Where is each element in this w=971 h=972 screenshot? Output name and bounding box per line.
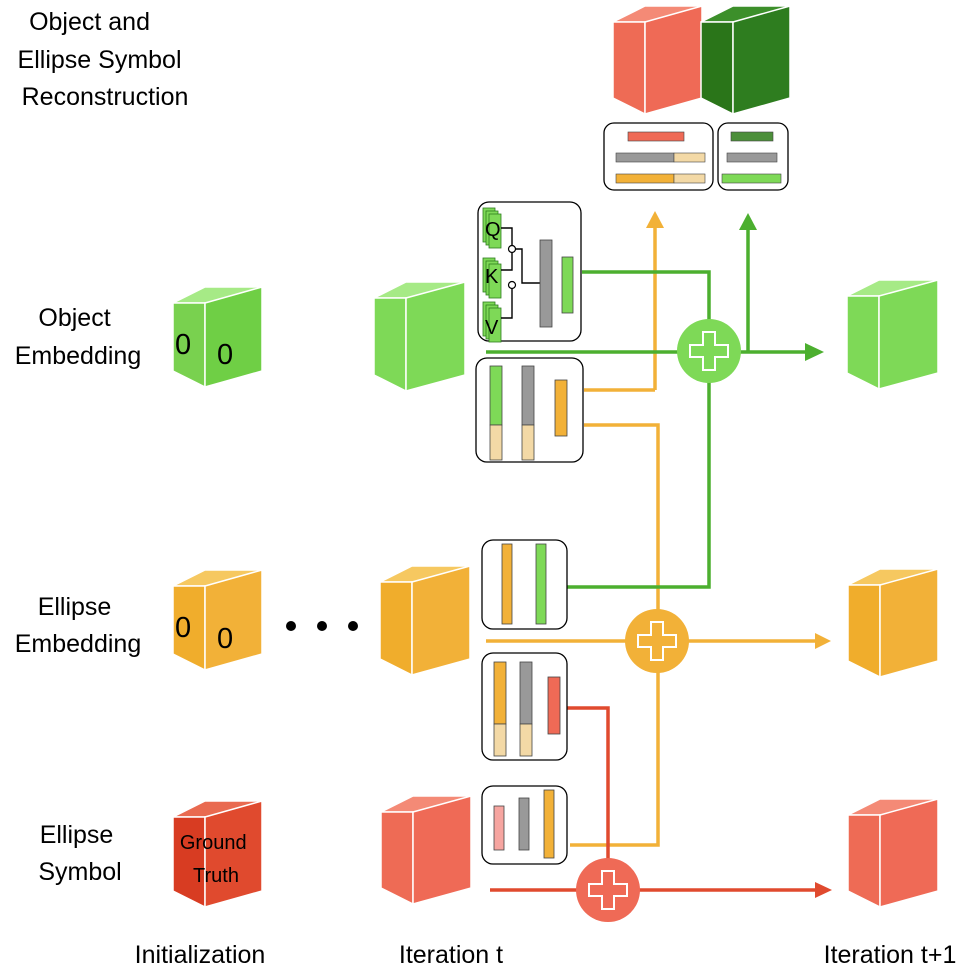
value-stack [482,301,502,343]
ellipse-init-digit-left: 0 [175,612,191,644]
iteration-t-label: Iteration t [399,941,503,969]
ellipse-up-arrowhead-icon [646,211,664,228]
initialization-label: Initialization [135,941,266,969]
query-label: Q [485,219,501,241]
symbol-reconstruction-head [603,122,714,191]
ellipse-embedding-label: Ellipse Embedding [15,593,141,658]
object-reconstruction-cube-icon [700,5,791,116]
symbol-add-plus-circle-icon [576,858,640,922]
object-init-digit-left: 0 [175,329,191,361]
ellipse-t1-cube-icon [847,568,939,679]
ellipsis-dot-icon [286,621,296,631]
object-right-arrowhead-icon [805,343,824,361]
symbol-paths [490,706,815,892]
object-init-cube-icon [172,286,263,389]
symbol-init-cube-icon [172,800,263,909]
object-embedding-label: Object Embedding [15,304,141,370]
symbol-right-arrowhead-icon [815,882,832,898]
object-ellipse-fusion-block [475,357,584,463]
ellipse-to-object-block [481,539,568,630]
object-add-plus-circle-icon [677,319,741,383]
ellipse-symbol-label: Ellipse Symbol [38,821,121,886]
symbol-t-cube-icon [380,795,472,906]
multiply-node-icon [507,280,517,290]
ellipse-right-arrowhead-icon [815,633,831,649]
ground-truth-text: Ground Truth [180,832,252,887]
ellipsis-dot-icon [348,621,358,631]
object-t1-cube-icon [846,279,939,391]
object-up-arrowhead-icon [739,213,757,230]
query-stack [482,207,502,249]
ellipse-init-digit-right: 0 [217,623,233,655]
self-attention-block: Q K V [477,201,582,343]
reconstruction-label: Object and Ellipse Symbol Reconstruction [18,8,189,111]
object-t-cube-icon [373,281,466,393]
ellipse-add-plus-circle-icon [625,609,689,673]
ellipsis-dot-icon [317,621,327,631]
dot-product-node-icon [507,244,517,254]
object-paths [486,230,805,589]
key-stack [482,257,502,299]
iteration-t1-label: Iteration t+1 [824,941,957,969]
key-label: K [485,266,499,288]
ellipse-init-cube-icon [172,569,263,672]
value-label: V [485,317,499,339]
symbol-to-ellipse-block [481,785,568,865]
symbol-t1-cube-icon [847,798,939,909]
ellipse-symbol-fusion-block [481,652,568,761]
object-init-digit-right: 0 [217,339,233,371]
ellipse-t-cube-icon [379,565,471,677]
symbol-reconstruction-cube-icon [612,5,703,116]
object-reconstruction-head [717,122,789,191]
